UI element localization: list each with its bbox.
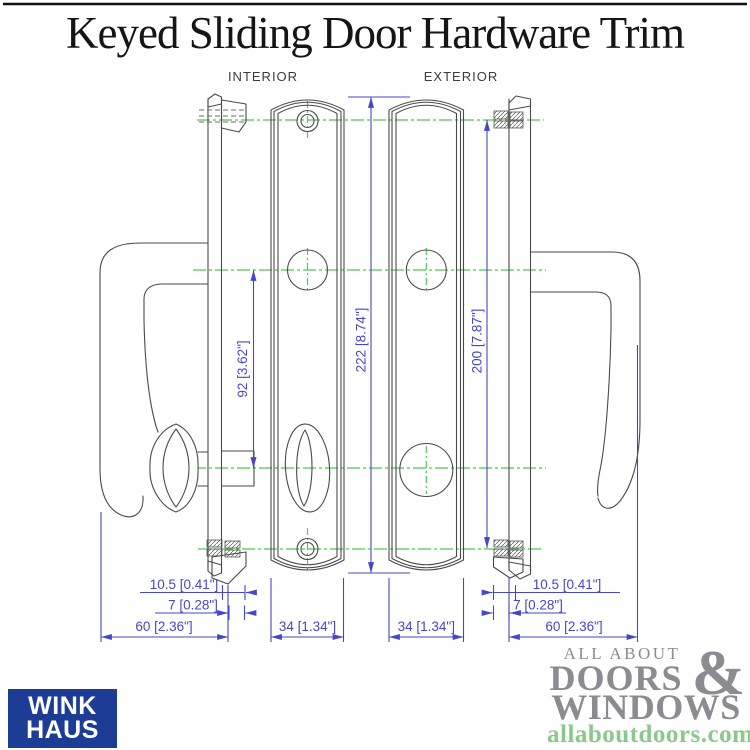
dim-222: 222 [8.74"] [354,308,369,373]
dimension-lines: 92 [3.62"] 222 [8.74"] 200 [7.87"] 10.5 … [100,96,639,642]
winkhaus-logo-line1: WINK [28,692,97,721]
thumbturn-oval [284,423,331,513]
label-interior: INTERIOR [228,69,298,84]
winkhaus-logo: WINK HAUS [8,689,117,748]
dim-60-right: 60 [2.36"] [545,619,602,634]
dim-10-5-right: 10.5 [0.41"] [533,577,602,592]
label-exterior: EXTERIOR [424,69,498,84]
key-cylinder-hole [399,442,454,498]
dim-7-right: 7 [0.28"] [513,598,563,613]
exterior-handle-side-view [492,95,641,580]
dim-60-left: 60 [2.36"] [135,619,192,634]
handle-hub-hole-ext [405,249,447,291]
aadw-website-url: allaboutdoors.com [547,721,750,749]
thumbturn-lever [296,429,313,507]
exterior-trim-plate-front [388,99,465,571]
centerlines [193,101,546,570]
screw-hole-top [296,109,319,133]
winkhaus-logo-line2: HAUS [26,715,99,744]
dim-34-left: 34 [1.34"] [279,619,336,634]
aadw-logo: & ALL ABOUT DOORS WINDOWS allaboutdoors.… [547,641,750,749]
aadw-windows: WINDOWS [551,687,741,728]
screw-hole-bottom [296,537,319,561]
dim-92: 92 [3.62"] [235,340,250,397]
dim-7-left: 7 [0.28"] [168,598,218,613]
aadw-tagline: ALL ABOUT [563,644,681,663]
page-title: Keyed Sliding Door Hardware Trim [66,8,685,58]
aadw-doors: DOORS [549,657,683,698]
interior-handle-side-view [99,93,255,585]
interior-trim-plate-front [270,99,345,571]
dim-10-5-left: 10.5 [0.41"] [150,577,219,592]
dim-34-right: 34 [1.34"] [398,619,455,634]
aadw-ampersand: & [691,637,745,708]
dim-200: 200 [7.87"] [470,309,485,374]
handle-hub-hole [286,249,329,291]
